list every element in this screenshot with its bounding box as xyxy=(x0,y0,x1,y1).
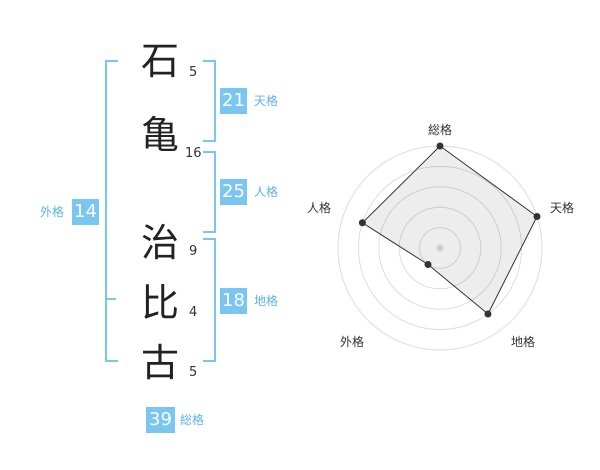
jinkaku-value: 25 xyxy=(220,179,247,205)
radar-point-5 xyxy=(358,219,366,227)
stroke-count-1: 5 xyxy=(189,65,198,80)
chikaku-bracket xyxy=(203,238,216,362)
soukaku-value: 39 xyxy=(146,407,175,433)
radar-axis-label-1: 総格 xyxy=(428,123,453,137)
stroke-count-4: 4 xyxy=(189,305,198,320)
radar-axis-label-3: 地格 xyxy=(511,335,536,349)
tenkaku-label: 天格 xyxy=(254,94,279,108)
radar-point-1 xyxy=(436,142,444,150)
radar-ring xyxy=(398,206,482,290)
soukaku-label: 総格 xyxy=(180,413,205,427)
outer-bracket xyxy=(105,60,118,362)
name-char-5: 古 xyxy=(140,341,179,385)
radar-axis-label-2: 天格 xyxy=(550,201,575,215)
radar-point-4 xyxy=(424,261,432,269)
jinkaku-bracket xyxy=(203,151,216,233)
stroke-count-5: 5 xyxy=(189,365,198,380)
stroke-count-3: 9 xyxy=(189,244,198,259)
jinkaku-label: 人格 xyxy=(254,185,279,199)
name-char-3: 治 xyxy=(140,221,179,265)
name-char-1: 石 xyxy=(140,39,179,83)
radar-axis-label-4: 外格 xyxy=(340,335,365,349)
radar-point-2 xyxy=(533,212,541,220)
name-char-4: 比 xyxy=(140,281,179,325)
stroke-count-2: 16 xyxy=(185,146,202,161)
tenkaku-bracket xyxy=(203,60,216,142)
chikaku-label: 地格 xyxy=(254,294,279,308)
radar-center-point xyxy=(436,244,444,252)
radar-ring xyxy=(419,227,461,269)
radar-ring xyxy=(378,186,502,310)
name-char-2: 亀 xyxy=(140,113,179,157)
gaikaku-value: 14 xyxy=(72,199,99,225)
radar-point-3 xyxy=(484,310,492,318)
gaikaku-label: 外格 xyxy=(40,205,65,219)
radar-axis-label-5: 人格 xyxy=(307,201,332,215)
chikaku-value: 18 xyxy=(220,288,247,314)
radar-polygon xyxy=(361,145,538,315)
tenkaku-value: 21 xyxy=(220,88,247,114)
outer-bracket-tick xyxy=(105,298,116,300)
